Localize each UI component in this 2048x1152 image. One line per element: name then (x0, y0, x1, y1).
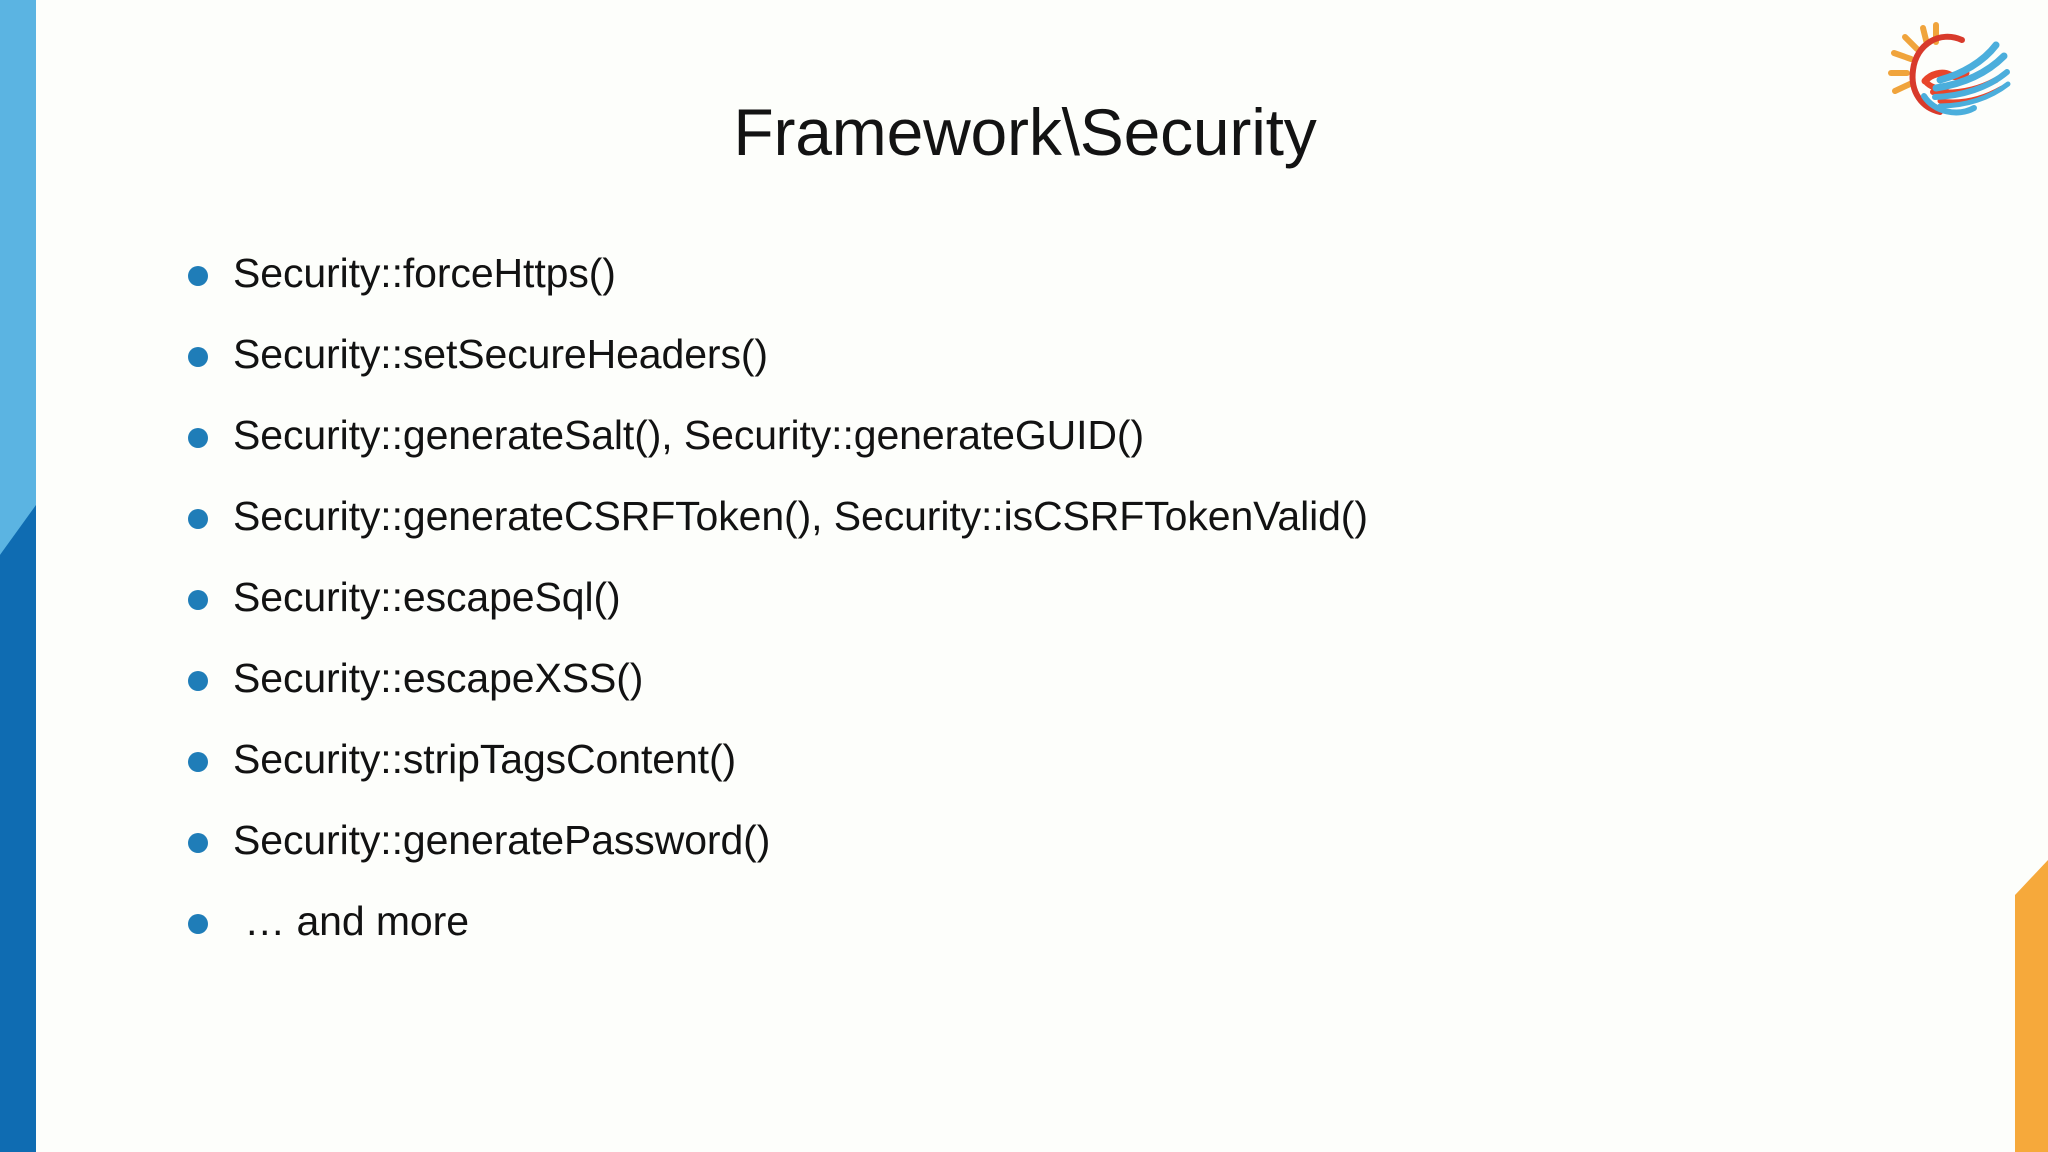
list-item[interactable]: Security::generateSalt(), Security::gene… (180, 410, 1880, 491)
bullet-dot-icon (188, 752, 208, 772)
list-item-label: Security::generateSalt(), Security::gene… (233, 412, 1145, 458)
list-item-label: Security::generateCSRFToken(), Security:… (233, 493, 1368, 539)
bottom-right-orange-accent (2015, 860, 2048, 1152)
left-edge-decoration (0, 0, 40, 1152)
list-item-label: … and more (233, 898, 469, 944)
bullet-dot-icon (188, 428, 208, 448)
left-bar-dark-blue (0, 505, 36, 1152)
bullet-dot-icon (188, 509, 208, 529)
list-item[interactable]: Security::generatePassword() (180, 815, 1880, 896)
bullet-dot-icon (188, 347, 208, 367)
bullet-dot-icon (188, 671, 208, 691)
list-item-label: Security::forceHttps() (233, 250, 616, 296)
bullet-dot-icon (188, 833, 208, 853)
list-item-label: Security::escapeXSS() (233, 655, 644, 701)
list-item[interactable]: Security::generateCSRFToken(), Security:… (180, 491, 1880, 572)
list-item[interactable]: Security::setSecureHeaders() (180, 329, 1880, 410)
list-item-label: Security::stripTagsContent() (233, 736, 737, 782)
list-item[interactable]: Security::escapeXSS() (180, 653, 1880, 734)
list-item[interactable]: Security::escapeSql() (180, 572, 1880, 653)
phoenix-bird-sun-logo (1878, 18, 2018, 128)
list-item-label: Security::escapeSql() (233, 574, 621, 620)
bullet-dot-icon (188, 590, 208, 610)
slide-title: Framework\Security (733, 95, 1317, 169)
list-item[interactable]: Security::stripTagsContent() (180, 734, 1880, 815)
security-methods-list: Security::forceHttps() Security::setSecu… (180, 248, 1880, 977)
bullet-dot-icon (188, 914, 208, 934)
left-bar-light-blue (0, 0, 36, 560)
list-item-label: Security::setSecureHeaders() (233, 331, 768, 377)
list-item-label: Security::generatePassword() (233, 817, 771, 863)
list-item[interactable]: … and more (180, 896, 1880, 977)
bullet-dot-icon (188, 266, 208, 286)
list-item[interactable]: Security::forceHttps() (180, 248, 1880, 329)
